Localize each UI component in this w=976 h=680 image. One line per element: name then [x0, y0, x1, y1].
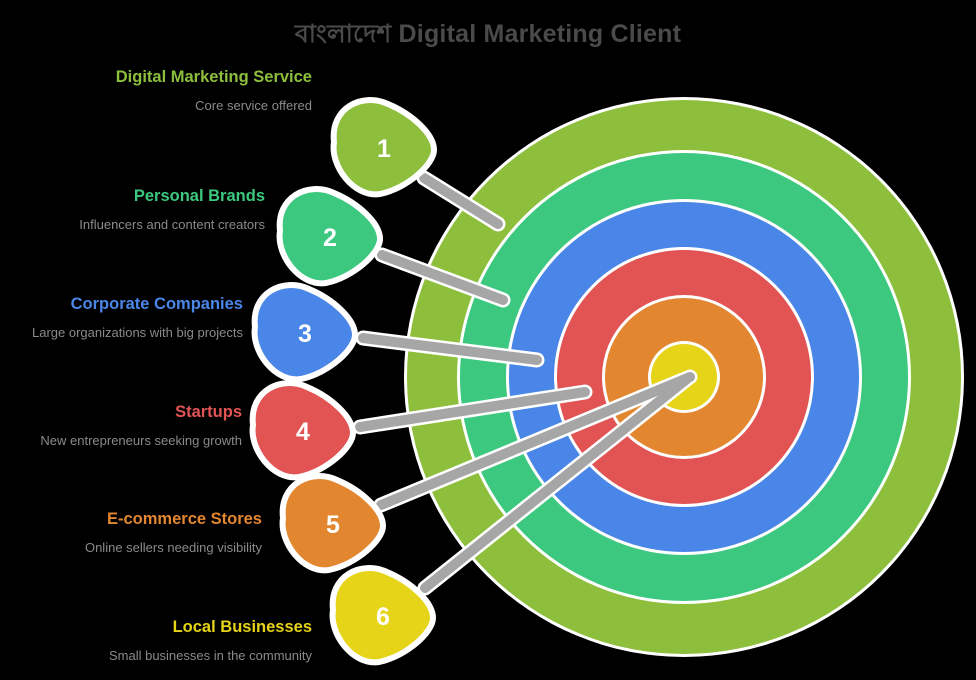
label-title-4: Startups: [175, 403, 242, 421]
label-title-5: E-commerce Stores: [107, 510, 262, 528]
marker-6[interactable]: 6: [329, 565, 437, 666]
label-description-1: Core service offered: [195, 98, 312, 114]
label-description-4: New entrepreneurs seeking growth: [40, 433, 242, 449]
connector-line-6: [420, 374, 692, 593]
label-description-3: Large organizations with big projects: [31, 325, 243, 341]
connector-line-4: [355, 387, 590, 432]
numbered-markers: 1 2 3 4 5 6: [249, 97, 438, 666]
connector-line-2: [377, 250, 508, 305]
connector-lines: [352, 170, 698, 596]
label-title-1: Digital Marketing Service: [115, 68, 312, 86]
connector-line-5: [376, 372, 695, 510]
marker-2[interactable]: 2: [276, 186, 384, 287]
marker-number-1: 1: [377, 135, 391, 163]
marker-5[interactable]: 5: [279, 473, 387, 574]
page-title: বাংলাদেশ Digital Marketing Client: [294, 20, 682, 48]
label-title-6: Local Businesses: [172, 618, 312, 636]
connector-line-1: [419, 173, 503, 229]
marker-4[interactable]: 4: [249, 380, 357, 481]
label-title-3: Corporate Companies: [70, 295, 243, 313]
marker-number-4: 4: [296, 418, 310, 446]
marker-number-5: 5: [326, 511, 340, 539]
marker-number-2: 2: [323, 224, 337, 252]
concentric-rings: [404, 97, 964, 657]
marker-shape-2[interactable]: [276, 186, 384, 287]
label-description-5: Online sellers needing visibility: [84, 540, 262, 556]
marker-1[interactable]: 1: [330, 97, 438, 198]
marker-number-3: 3: [298, 320, 312, 348]
connector-line-3: [358, 333, 542, 365]
marker-shape-4[interactable]: [249, 380, 357, 481]
label-title-2: Personal Brands: [133, 187, 265, 205]
marker-number-6: 6: [376, 603, 390, 631]
marker-shape-3[interactable]: [251, 282, 359, 383]
marker-shape-5[interactable]: [279, 473, 387, 574]
marker-3[interactable]: 3: [251, 282, 359, 383]
marker-shape-1[interactable]: [330, 97, 438, 198]
label-description-2: Influencers and content creators: [79, 217, 265, 233]
label-description-6: Small businesses in the community: [108, 648, 312, 664]
marker-shape-6[interactable]: [329, 565, 437, 666]
